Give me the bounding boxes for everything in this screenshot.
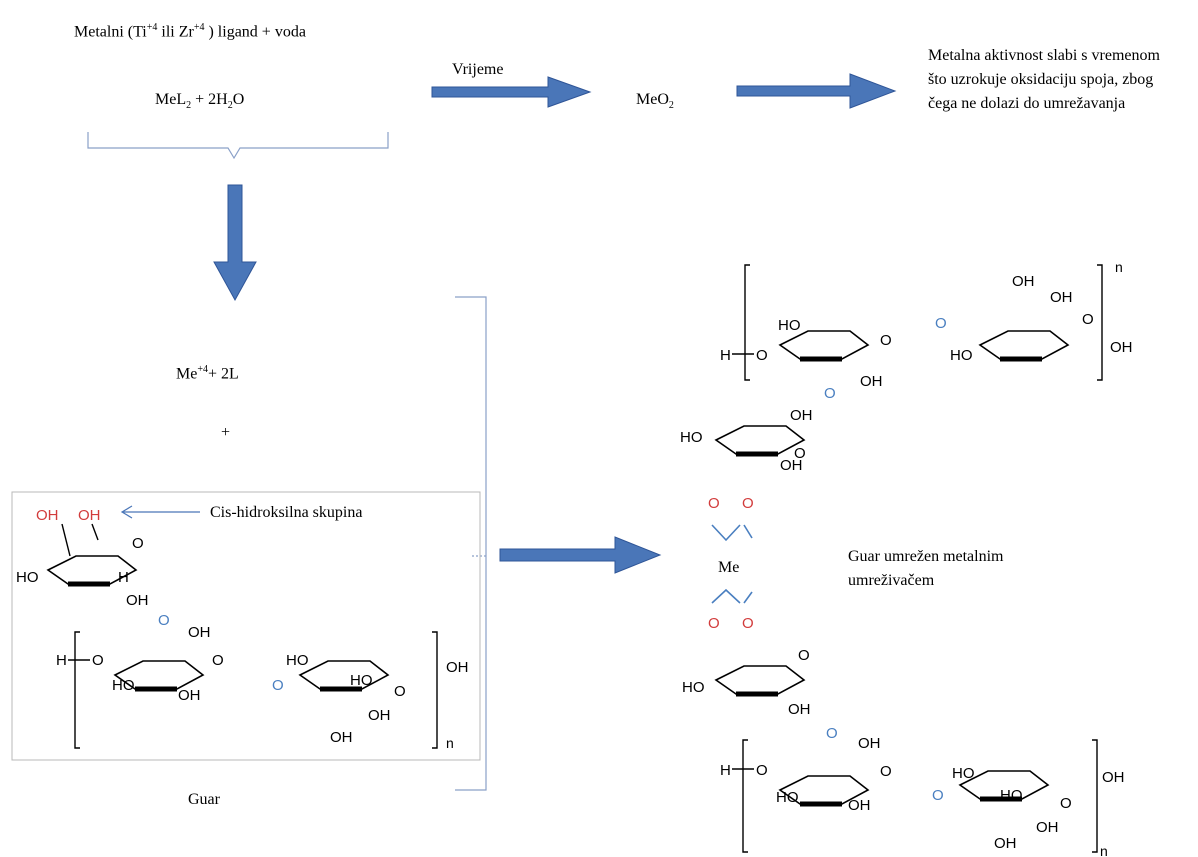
svg-text:OH: OH	[1102, 769, 1125, 786]
oxidation-arrow	[736, 73, 897, 109]
svg-text:H: H	[720, 762, 731, 779]
svg-text:OH: OH	[78, 507, 101, 524]
svg-text:OH: OH	[858, 735, 881, 752]
cis-hydroxyl-label: Cis-hidroksilna skupina	[210, 504, 363, 521]
guar-structure-frame	[11, 491, 481, 761]
svg-text:O: O	[932, 787, 944, 804]
svg-text:OH: OH	[994, 835, 1017, 852]
reactants-brace	[87, 132, 389, 160]
svg-text:OH: OH	[126, 592, 149, 609]
crosslink-arrow	[499, 536, 662, 574]
svg-text:n: n	[1115, 259, 1123, 275]
crosslinked-upper-galactose: OH HO O OH O O	[680, 407, 813, 512]
svg-text:H: H	[720, 347, 731, 364]
svg-text:O: O	[756, 347, 768, 364]
plus-sign: +	[221, 424, 231, 441]
svg-text:n: n	[446, 735, 454, 751]
svg-text:O: O	[794, 445, 806, 462]
svg-text:O: O	[880, 763, 892, 780]
svg-text:HO: HO	[680, 429, 703, 446]
svg-text:O: O	[1060, 795, 1072, 812]
metal-oxide-label: MeO2	[636, 91, 674, 112]
svg-text:n: n	[1100, 843, 1108, 857]
svg-text:HO: HO	[950, 347, 973, 364]
svg-text:HO: HO	[778, 317, 801, 334]
svg-text:O: O	[92, 652, 104, 669]
svg-text:HO: HO	[112, 677, 135, 694]
svg-text:O: O	[880, 332, 892, 349]
svg-text:OH: OH	[780, 457, 803, 474]
down-arrow	[213, 184, 257, 302]
metal-ion-label: Me+4+ 2L	[176, 364, 239, 383]
svg-text:O: O	[708, 495, 720, 512]
svg-text:OH: OH	[178, 687, 201, 704]
svg-text:O: O	[935, 315, 947, 332]
crosslinked-lower-galactose: O O O HO OH O	[682, 615, 838, 742]
metal-center-label: Me	[718, 559, 740, 576]
svg-text:H: H	[56, 652, 67, 669]
svg-text:OH: OH	[860, 373, 883, 390]
guar-caption: Guar	[188, 791, 220, 808]
svg-text:O: O	[756, 762, 768, 779]
svg-text:OH: OH	[1050, 289, 1073, 306]
guar-backbone-left: H O OH O HO OH O HO OH HO O OH OH n	[56, 624, 469, 751]
weakness-note: Metalna aktivnost slabi s vremenom što u…	[928, 47, 1160, 112]
crosslinked-guar-label: Guar umrežen metalnim umreživačem	[848, 548, 1004, 589]
svg-text:O: O	[272, 677, 284, 694]
metal-coordination	[711, 524, 753, 604]
svg-text:HO: HO	[682, 679, 705, 696]
svg-text:O: O	[742, 615, 754, 632]
svg-text:OH: OH	[330, 729, 353, 746]
svg-text:O: O	[824, 385, 836, 402]
svg-text:O: O	[132, 535, 144, 552]
svg-text:HO: HO	[952, 765, 975, 782]
svg-text:OH: OH	[368, 707, 391, 724]
svg-text:OH: OH	[36, 507, 59, 524]
svg-text:HO: HO	[350, 672, 373, 689]
svg-text:HO: HO	[16, 569, 39, 586]
svg-text:OH: OH	[446, 659, 469, 676]
svg-text:O: O	[742, 495, 754, 512]
guar-galactose-ring: OH OH O HO H OH O	[16, 507, 170, 629]
svg-text:O: O	[798, 647, 810, 664]
svg-text:OH: OH	[1036, 819, 1059, 836]
svg-text:O: O	[158, 612, 170, 629]
svg-text:O: O	[826, 725, 838, 742]
svg-text:OH: OH	[790, 407, 813, 424]
svg-text:HO: HO	[776, 789, 799, 806]
svg-text:O: O	[1082, 311, 1094, 328]
svg-text:O: O	[394, 683, 406, 700]
reactants-label: Metalni (Ti+4 ili Zr+4 ) ligand + voda	[74, 22, 306, 41]
svg-text:OH: OH	[1012, 273, 1035, 290]
crosslinked-upper-backbone: H O HO O OH O OH OH HO O OH n O	[720, 259, 1133, 402]
svg-text:OH: OH	[188, 624, 211, 641]
svg-text:O: O	[708, 615, 720, 632]
svg-text:OH: OH	[848, 797, 871, 814]
time-label: Vrijeme	[452, 61, 504, 78]
crosslinked-lower-backbone: H O OH O HO OH O HO OH HO O OH OH n	[720, 735, 1125, 857]
svg-text:OH: OH	[1110, 339, 1133, 356]
svg-text:H: H	[118, 569, 129, 586]
time-arrow	[431, 76, 592, 108]
svg-text:OH: OH	[788, 701, 811, 718]
hydrolysis-equation: MeL2 + 2H2O	[155, 91, 245, 112]
svg-text:HO: HO	[286, 652, 309, 669]
svg-text:O: O	[212, 652, 224, 669]
reactants-bracket	[455, 296, 487, 791]
svg-text:HO: HO	[1000, 787, 1023, 804]
